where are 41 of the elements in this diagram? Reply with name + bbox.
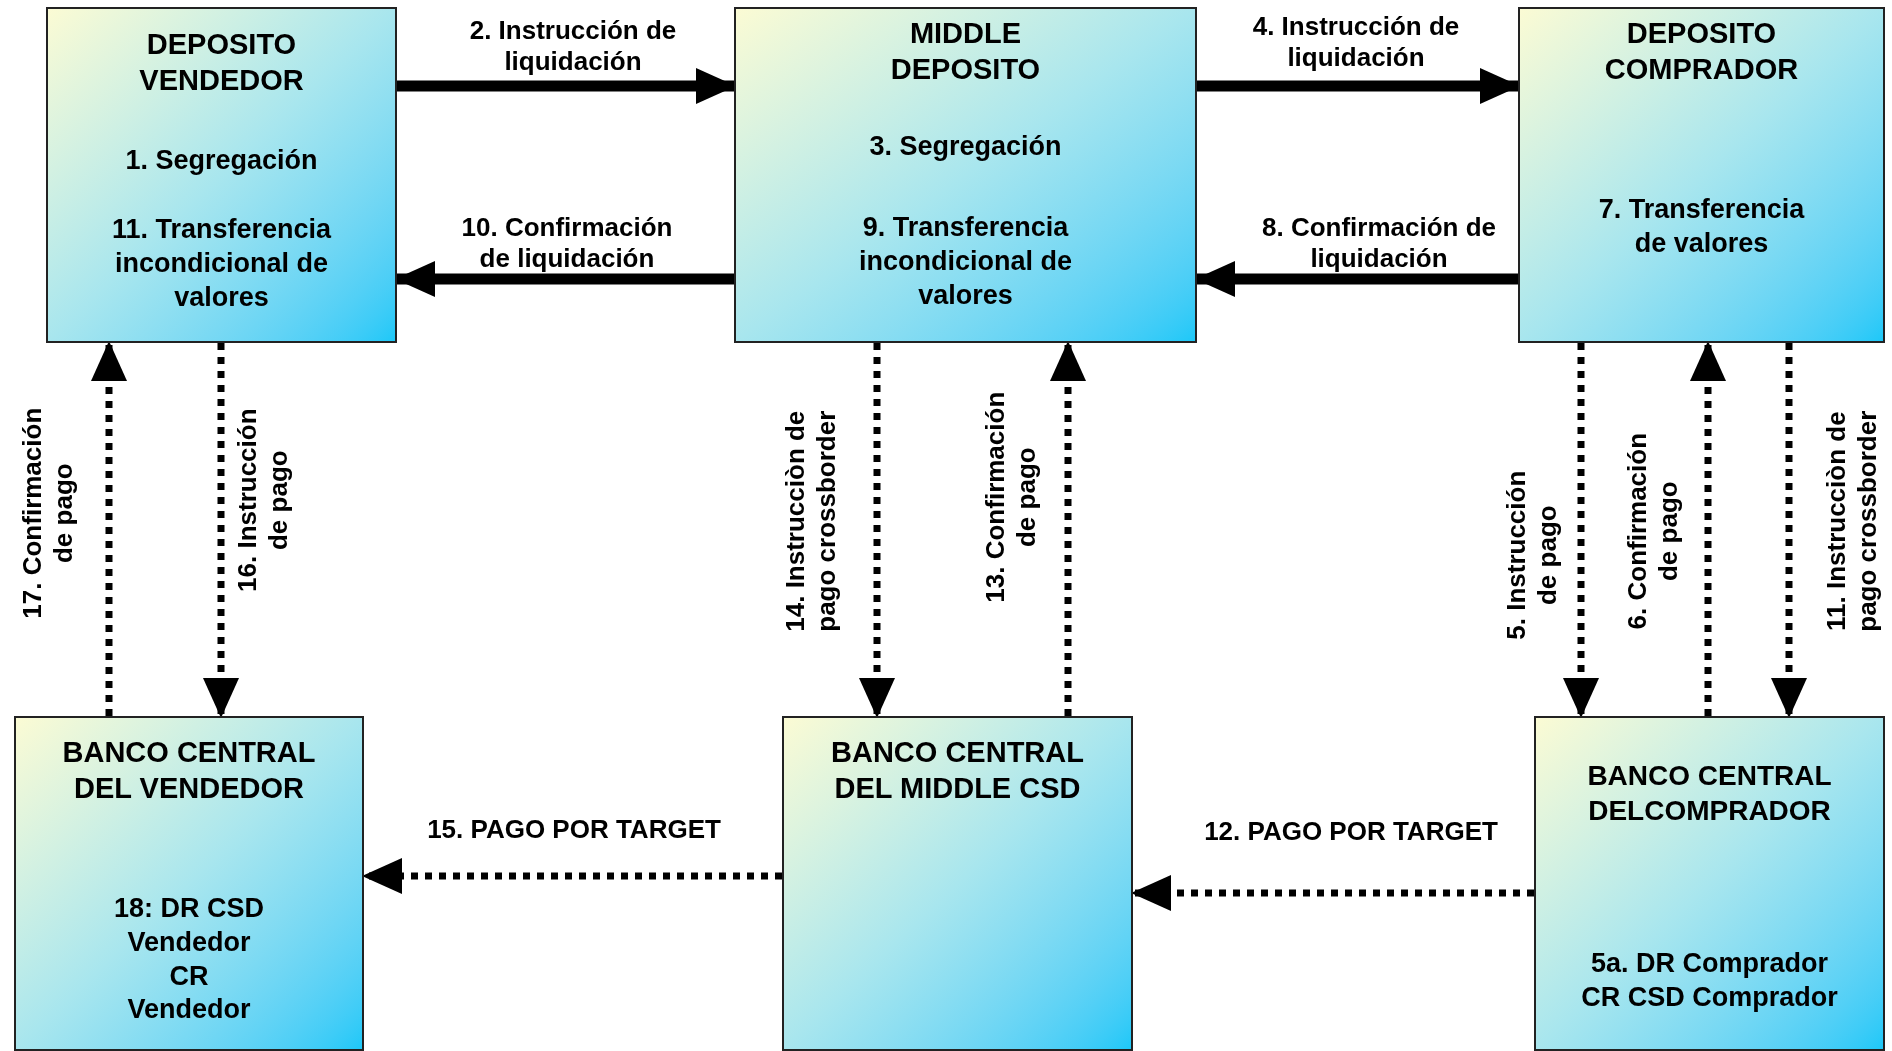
edge-label: 15. PAGO POR TARGET (426, 814, 722, 846)
process-box (1518, 7, 1885, 343)
edge-label: 4. Instrucción de liquidación (1251, 11, 1461, 74)
arrow (1690, 341, 1726, 716)
edge-label: 12. PAGO POR TARGET (1203, 816, 1499, 848)
box-title: DEPOSITO COMPRADOR (1603, 16, 1800, 88)
process-box (734, 7, 1197, 343)
edge-label: 11. Instrucciòn de pago crossborder (1820, 409, 1883, 634)
box-title: MIDDLE DEPOSITO (889, 16, 1042, 88)
edge-label: 6. Confirmación de pago (1621, 431, 1684, 632)
edge-label: 5. Instrucción de pago (1500, 469, 1563, 642)
box-text: 5a. DR Comprador CR CSD Comprador (1580, 947, 1839, 1014)
arrow (1197, 68, 1520, 104)
arrow (1563, 343, 1599, 718)
arrow (203, 343, 239, 718)
edge-label: 10. Confirmación de liquidación (460, 212, 674, 275)
process-box (782, 716, 1133, 1051)
box-title: BANCO CENTRAL DEL MIDDLE CSD (830, 735, 1085, 807)
edge-label: 17. Confirmación de pago (16, 406, 79, 621)
arrow (91, 341, 127, 716)
box-title: BANCO CENTRAL DELCOMPRADOR (1586, 759, 1833, 828)
box-text: 7. Transferencia de valores (1597, 193, 1806, 260)
process-box (1534, 716, 1885, 1051)
arrow (1050, 341, 1086, 716)
box-text: 3. Segregación (868, 130, 1063, 163)
arrow (397, 68, 736, 104)
box-title: BANCO CENTRAL DEL VENDEDOR (61, 735, 317, 807)
arrow (1771, 343, 1807, 718)
edge-label: 13. Confirmación de pago (979, 390, 1042, 605)
edge-label: 8. Confirmación de liquidación (1261, 212, 1497, 275)
process-box (46, 7, 397, 343)
edge-label: 2. Instrucción de liquidación (468, 15, 678, 78)
edge-label: 14. Instrucciòn de pago crossborder (779, 409, 842, 634)
box-text: 1. Segregación (124, 144, 319, 177)
arrow (859, 343, 895, 718)
process-box (14, 716, 364, 1051)
box-text: 11. Transferencia incondicional de valores (110, 213, 333, 314)
edge-label: 16. Instrucción de pago (231, 407, 294, 594)
box-title: DEPOSITO VENDEDOR (138, 27, 305, 99)
box-text: 18: DR CSD Vendedor CR Vendedor (113, 892, 265, 1027)
box-text: 9. Transferencia incondicional de valores (858, 211, 1073, 312)
